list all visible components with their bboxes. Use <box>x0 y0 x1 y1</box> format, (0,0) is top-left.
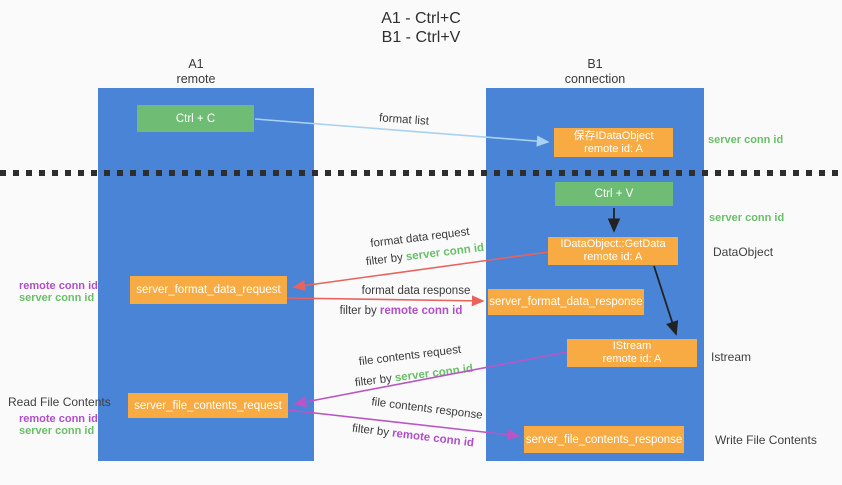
node-ctrl-v-label: Ctrl + V <box>594 188 634 200</box>
node-save-idataobject-line2: remote id: A <box>584 142 643 155</box>
node-ctrl-c-label: Ctrl + C <box>175 112 216 125</box>
node-save-idataobject: 保存IDataObject remote id: A <box>554 128 673 157</box>
node-server-format-data-request: server_format_data_request <box>130 276 287 304</box>
node-istream-line2: remote id: A <box>602 353 662 365</box>
remote-conn-id-inline-2: remote conn id <box>391 427 475 450</box>
node-file-response-label: server_file_contents_response <box>525 433 683 446</box>
node-server-format-data-response: server_format_data_response <box>488 289 644 315</box>
label-file-contents-response: file contents response <box>370 396 484 422</box>
lane-b1-name: B1 <box>587 57 603 71</box>
node-ctrl-c: Ctrl + C <box>137 105 254 132</box>
node-idataobject-getdata: IDataObject::GetData remote id: A <box>548 237 678 265</box>
label-read-file-contents: Read File Contents <box>8 395 111 409</box>
lane-header-b1: B1 connection <box>486 57 704 87</box>
node-getdata-line2: remote id: A <box>583 251 643 263</box>
label-left-remote-conn-id-bottom: remote conn id <box>19 413 98 425</box>
filter-by-text-4: filter by <box>351 422 393 440</box>
filter-by-text-3: filter by <box>354 372 396 390</box>
label-left-remote-conn-id-mid: remote conn id <box>19 280 98 292</box>
node-istream-line1: IStream <box>612 340 652 352</box>
title-line-1: A1 - Ctrl+C <box>381 10 461 27</box>
label-server-conn-id-top: server conn id <box>708 134 784 146</box>
server-conn-id-inline-1: server conn id <box>405 241 485 264</box>
label-left-server-conn-id-mid: server conn id <box>19 292 95 304</box>
label-filter-server-2: filter by server conn id <box>354 363 473 389</box>
diagram-title: A1 - Ctrl+C B1 - Ctrl+V <box>0 9 842 47</box>
title-line-2: B1 - Ctrl+V <box>381 29 461 46</box>
lane-a1-sub: remote <box>176 72 216 86</box>
label-file-contents-request: file contents request <box>358 343 462 369</box>
label-write-file-contents: Write File Contents <box>715 433 817 447</box>
label-format-data-response: format data response <box>361 285 471 297</box>
node-format-response-label: server_format_data_response <box>489 296 643 308</box>
label-server-conn-id-mid: server conn id <box>709 212 785 224</box>
arrow-format-data-response <box>286 295 485 307</box>
phase-divider-dotted-line <box>0 170 842 176</box>
filter-by-text-1: filter by <box>365 251 407 269</box>
lane-a1-name: A1 <box>188 57 204 71</box>
label-istream: Istream <box>711 350 752 364</box>
node-format-request-label: server_format_data_request <box>136 284 281 296</box>
label-format-list: format list <box>378 112 430 128</box>
label-filter-remote-2: filter by remote conn id <box>351 423 474 450</box>
server-conn-id-inline-2: server conn id <box>394 362 474 385</box>
node-file-request-label: server_file_contents_request <box>134 399 282 412</box>
node-getdata-line1: IDataObject::GetData <box>560 238 666 250</box>
remote-conn-id-inline-1: remote conn id <box>379 305 463 317</box>
lane-b1-sub: connection <box>564 72 626 86</box>
label-filter-remote-1: filter by remote conn id <box>340 305 463 317</box>
filter-by-text-2: filter by <box>339 305 380 317</box>
node-server-file-contents-response: server_file_contents_response <box>524 426 684 453</box>
lane-header-a1: A1 remote <box>98 57 294 87</box>
node-save-idataobject-line1: 保存IDataObject <box>573 129 654 142</box>
label-dataobject: DataObject <box>713 245 774 259</box>
label-left-server-conn-id-bottom: server conn id <box>19 425 95 437</box>
node-ctrl-v: Ctrl + V <box>555 182 673 206</box>
node-istream: IStream remote id: A <box>567 339 697 367</box>
node-server-file-contents-request: server_file_contents_request <box>128 393 288 418</box>
